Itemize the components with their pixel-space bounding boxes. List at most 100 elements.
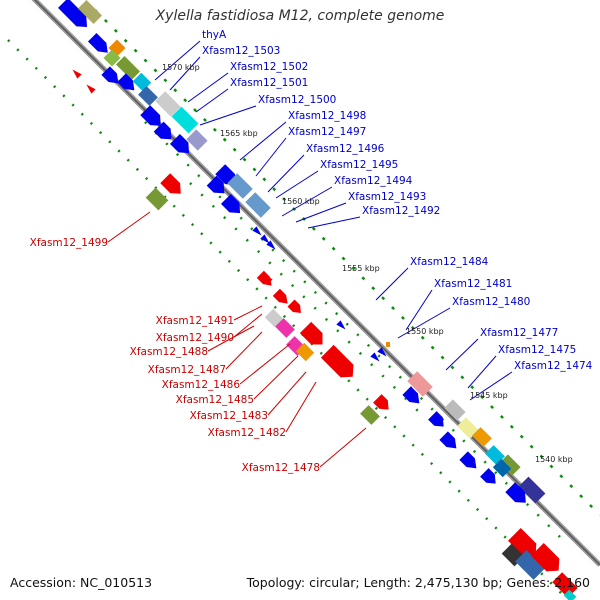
forward-gene-block <box>472 427 492 447</box>
reverse-gene-block <box>256 270 272 286</box>
reverse-gene-block <box>552 572 578 598</box>
forward-gene-block <box>245 192 271 218</box>
reverse-gene-block <box>360 405 380 425</box>
reverse-gene-small <box>86 84 96 94</box>
label-leader-line <box>445 338 479 371</box>
label-leader-line <box>233 305 263 321</box>
forward-gene-block <box>215 164 236 185</box>
forward-gene-block <box>186 129 208 151</box>
forward-gene-label: Xfasm12_1477 <box>480 327 558 339</box>
kbp-tick-label: 1560 kbp <box>282 197 320 206</box>
forward-gene-block <box>206 175 225 194</box>
label-leader-line <box>397 307 451 339</box>
forward-gene-block <box>77 0 103 25</box>
forward-gene-block <box>457 417 479 439</box>
forward-gene-small <box>336 320 346 330</box>
kbp-tick-label: 1540 kbp <box>535 455 573 464</box>
forward-gene-label: Xfasm12_1500 <box>258 94 336 106</box>
label-leader-line <box>207 325 255 352</box>
label-leader-line <box>319 427 367 468</box>
label-leader-line <box>253 355 299 400</box>
kbp-tick-label: 1555 kbp <box>342 264 380 273</box>
forward-gene-label: Xfasm12_1501 <box>230 77 308 89</box>
label-leader-line <box>187 72 229 103</box>
label-leader-line <box>233 313 263 338</box>
forward-gene-block <box>155 91 181 117</box>
label-leader-line <box>267 371 307 416</box>
forward-gene-small <box>377 347 387 357</box>
forward-gene-block <box>58 0 88 28</box>
label-leader-line <box>467 355 497 389</box>
reverse-gene-small <box>263 274 273 284</box>
label-leader-line <box>469 371 513 401</box>
forward-gene-label: thyA <box>202 29 227 41</box>
label-leader-line <box>239 343 291 385</box>
label-leader-line <box>169 56 201 91</box>
reverse-gene-label: Xfasm12_1490 <box>156 332 234 344</box>
reverse-gene-label: Xfasm12_1478 <box>242 462 320 474</box>
forward-gene-block <box>439 431 457 449</box>
forward-gene-block <box>485 445 505 465</box>
forward-gene-label: Xfasm12_1502 <box>230 61 308 73</box>
kbp-tick-label: 1570 kbp <box>162 63 200 72</box>
label-leader-line <box>307 216 361 229</box>
forward-gene-label: Xfasm12_1494 <box>334 175 413 187</box>
forward-gene-block <box>87 32 108 53</box>
forward-gene-block <box>492 458 512 478</box>
forward-gene-small <box>266 240 276 250</box>
forward-gene-small <box>260 234 270 244</box>
topology-text: Topology: circular; Length: 2,475,130 bp… <box>246 575 590 590</box>
label-leader-line <box>239 121 287 161</box>
reverse-gene-block <box>373 394 389 410</box>
forward-gene-label: Xfasm12_1480 <box>452 296 530 308</box>
forward-gene-label: Xfasm12_1493 <box>348 191 426 203</box>
forward-gene-block <box>103 49 121 67</box>
reverse-gene-block <box>563 589 577 600</box>
label-leader-line <box>275 170 319 199</box>
forward-gene-label: Xfasm12_1495 <box>320 159 398 171</box>
reverse-gene-block <box>531 543 560 572</box>
reverse-gene-block <box>264 308 284 328</box>
forward-gene-block <box>402 386 420 404</box>
reverse-gene-label: Xfasm12_1483 <box>190 410 268 422</box>
forward-gene-label: Xfasm12_1492 <box>362 205 440 217</box>
reverse-gene-small <box>72 69 82 79</box>
forward-gene-block <box>407 371 433 397</box>
kbp-tick-label: 1550 kbp <box>406 327 444 336</box>
forward-gene-label: Xfasm12_1484 <box>410 256 489 268</box>
reverse-gene-label: Xfasm12_1482 <box>208 427 286 439</box>
forward-gene-block <box>505 482 526 503</box>
forward-gene-label: Xfasm12_1503 <box>202 45 280 57</box>
reverse-gene-block <box>295 342 315 362</box>
reverse-gene-label: Xfasm12_1487 <box>148 364 226 376</box>
kbp-tick-label: 1545 kbp <box>470 391 508 400</box>
reverse-gene-block <box>515 550 545 580</box>
forward-gene-label: Xfasm12_1474 <box>514 360 593 372</box>
forward-gene-label: Xfasm12_1497 <box>288 126 366 138</box>
forward-gene-block <box>115 55 141 81</box>
forward-gene-block <box>227 173 253 199</box>
reverse-gene-block <box>160 173 181 194</box>
forward-gene-block <box>138 86 158 106</box>
forward-gene-small <box>252 226 262 236</box>
forward-gene-block <box>140 105 161 126</box>
label-leader-line <box>285 381 317 433</box>
label-leader-line <box>225 331 263 370</box>
reverse-gene-block <box>320 344 354 378</box>
reverse-gene-label: Xfasm12_1499 <box>30 237 108 249</box>
forward-gene-label: Xfasm12_1496 <box>306 143 385 155</box>
reverse-gene-block <box>272 288 288 304</box>
reverse-gene-label: Xfasm12_1486 <box>162 379 241 391</box>
gene-labels: thyA Xfasm12_1503Xfasm12_1502Xfasm12_1501… <box>30 29 593 474</box>
dotted-ring-inner <box>7 39 566 598</box>
label-leader-line <box>195 88 229 113</box>
forward-gene-small <box>386 342 390 347</box>
map-title: Xylella fastidiosa M12, complete genome <box>155 8 445 24</box>
forward-gene-label: Xfasm12_1498 <box>288 110 366 122</box>
dotted-ring-outer <box>94 9 600 516</box>
label-leader-line <box>255 137 287 177</box>
reverse-gene-block <box>145 187 169 211</box>
reverse-gene-block <box>275 318 295 338</box>
